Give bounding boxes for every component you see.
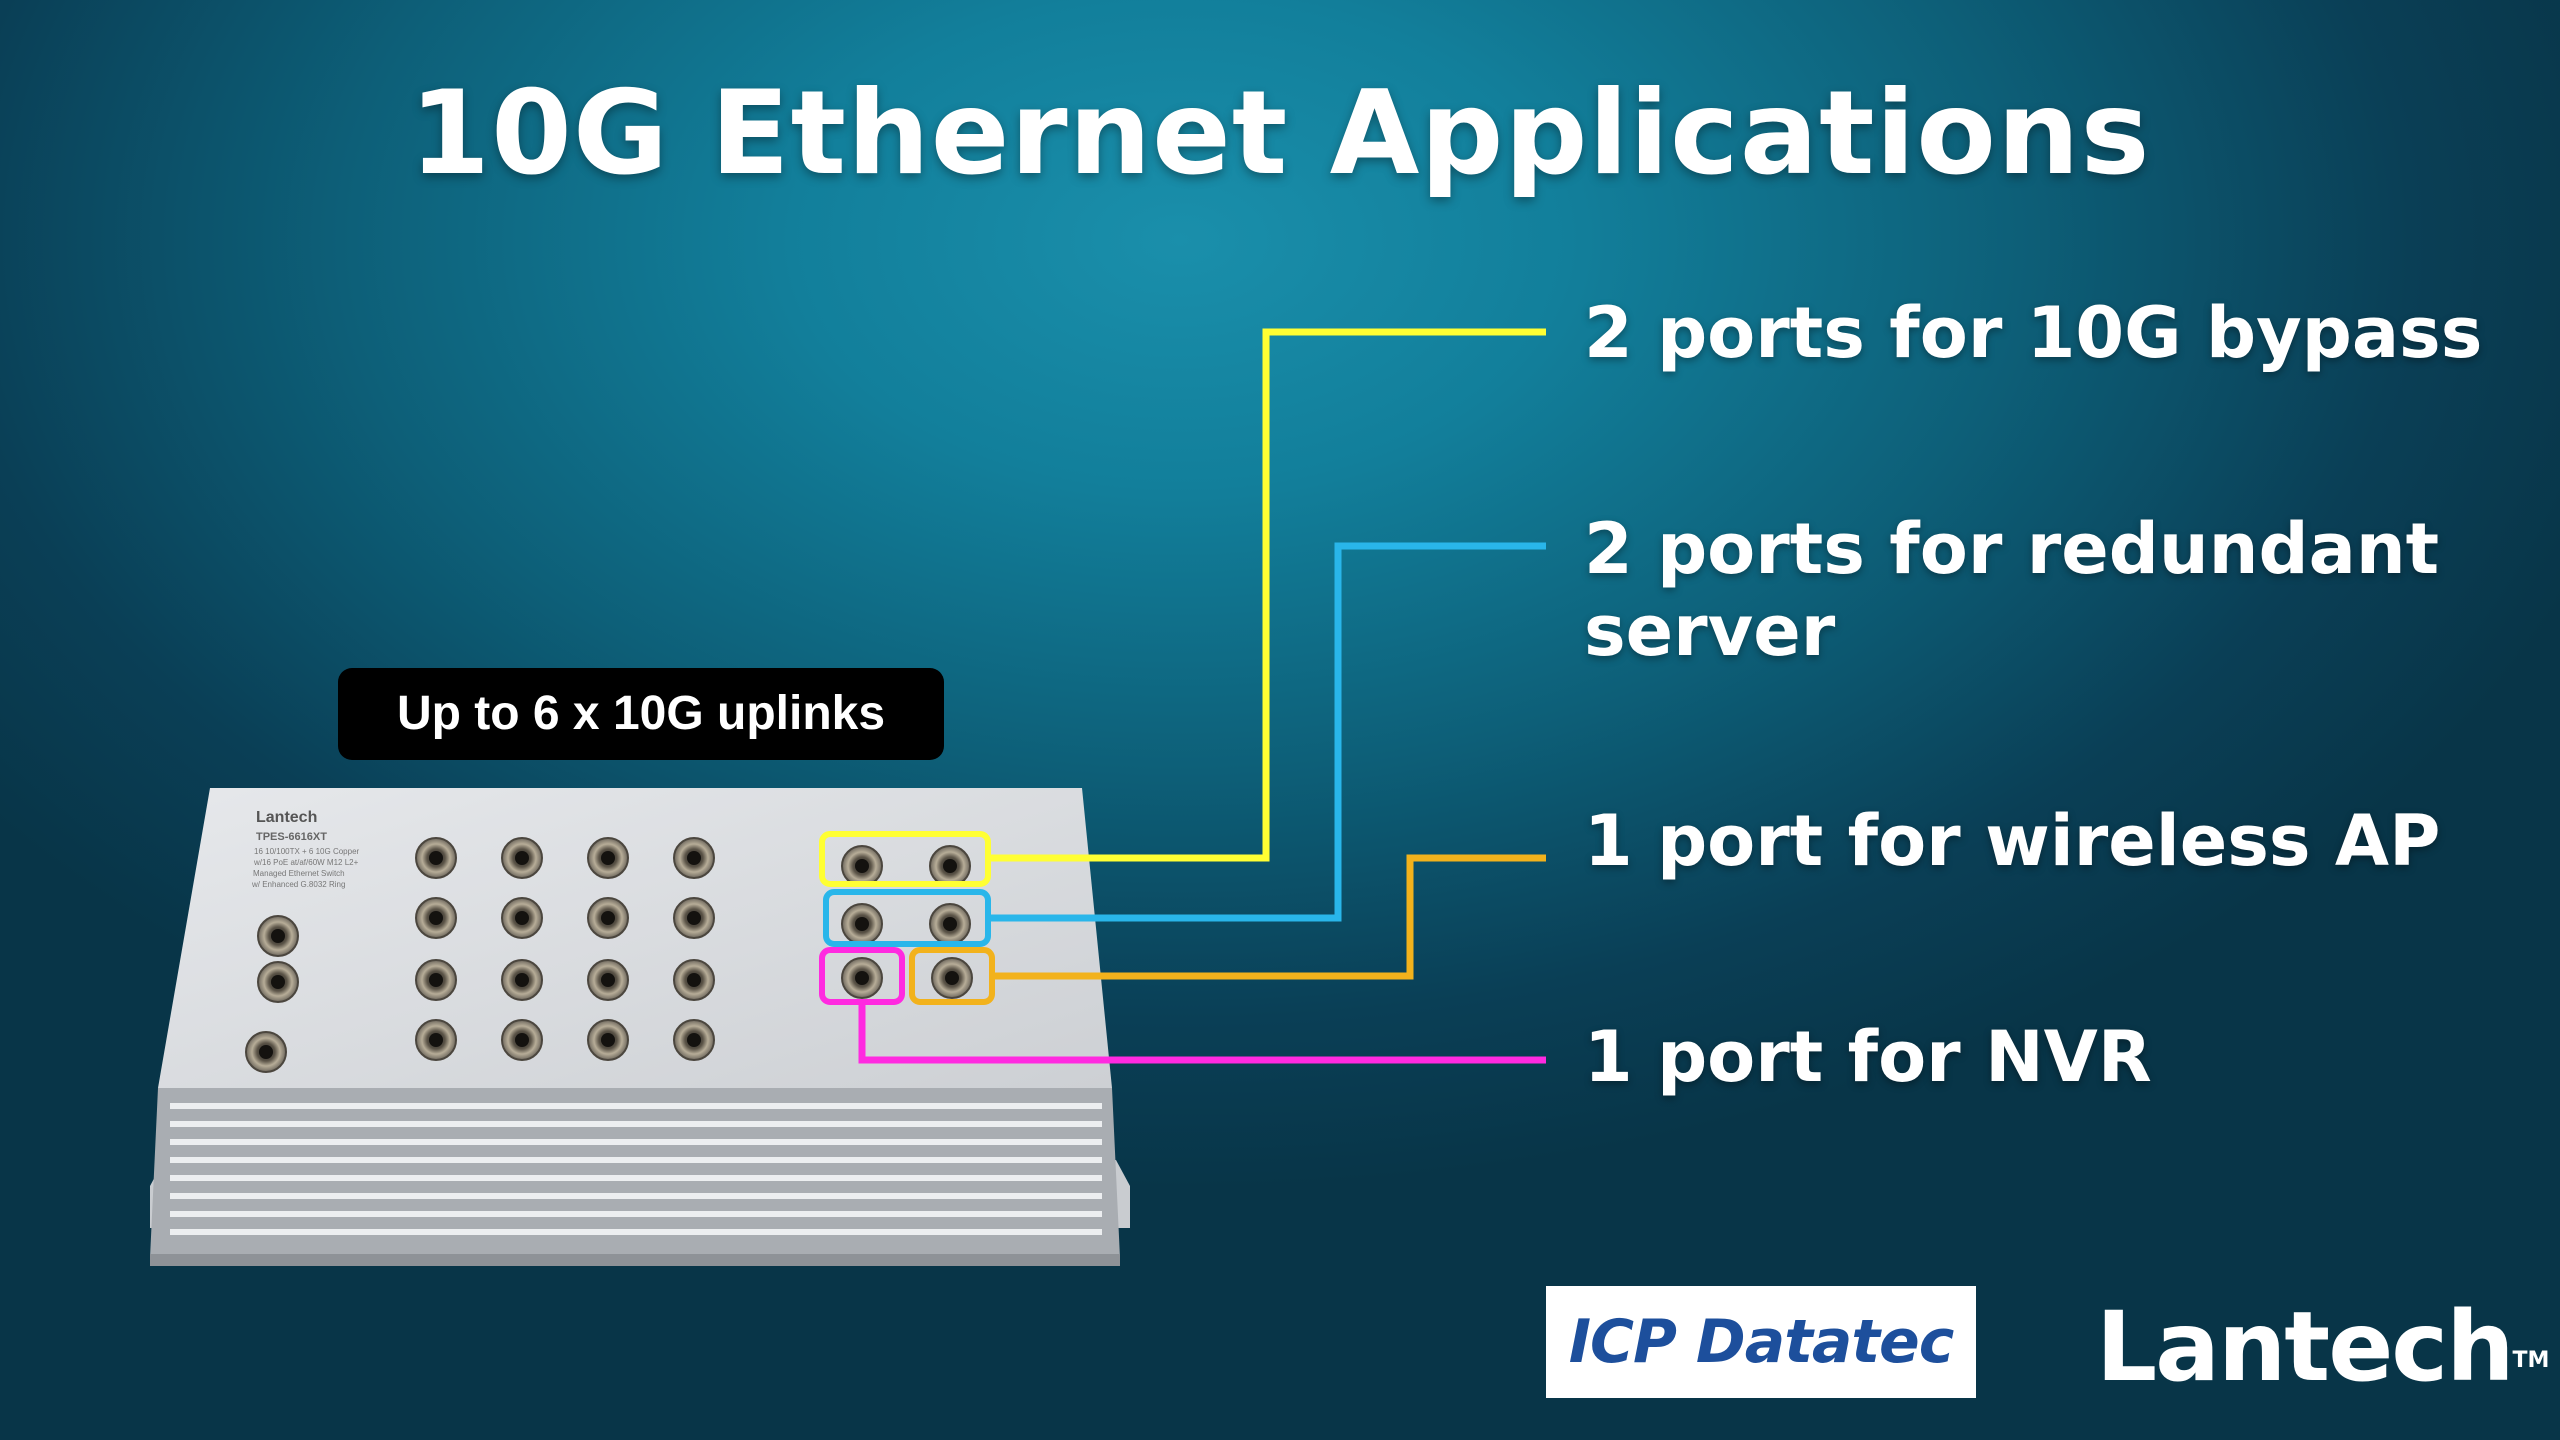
highlight-bypass-ports [819,831,991,887]
highlight-nvr-port [819,947,905,1005]
m12-port-socket [687,1033,701,1047]
device-brand: Lantech [256,809,317,826]
m12-port-socket [271,929,285,943]
callout-nvr: 1 port for NVR [1584,1016,2152,1098]
callout-10g-bypass: 2 ports for 10G bypass [1584,292,2483,374]
wire-wireless-ap [994,854,1546,980]
m12-port-socket [855,917,869,931]
m12-port-socket [945,971,959,985]
icp-datatec-logo: ICP Datatec [1546,1286,1976,1398]
lantech-logo-text: Lantech [2096,1291,2515,1403]
m12-port-socket [687,851,701,865]
highlight-redundant-ports [823,889,991,947]
callout-redundant-server-line1: 2 ports for redundant [1584,508,2440,590]
callout-wireless-ap: 1 port for wireless AP [1584,800,2441,882]
highlight-wireless-port [909,947,995,1005]
m12-port-socket [601,1033,615,1047]
m12-port-socket [515,851,529,865]
device-model: TPES-6616XT [256,831,327,843]
m12-port-socket [271,975,285,989]
m12-port-socket [429,911,443,925]
m12-port-socket [259,1045,273,1059]
m12-port-socket [429,1033,443,1047]
device-desc-2: w/16 PoE at/af/60W M12 L2+ [253,858,359,867]
device-desc-4: w/ Enhanced G.8032 Ring [251,880,345,889]
m12-port-socket [601,973,615,987]
device-desc-1: 16 10/100TX + 6 10G Copper [254,847,360,856]
wire-redundant-server [990,542,1546,922]
ethernet-switch-image: Lantech TPES-6616XT 16 10/100TX + 6 10G … [150,788,1130,1266]
slide-title: 10G Ethernet Applications [409,66,2151,201]
callout-redundant-server: 2 ports for redundant server [1584,508,2439,672]
m12-port-socket [429,973,443,987]
m12-port-socket [855,971,869,985]
m12-port-socket [601,911,615,925]
m12-port-socket [943,859,957,873]
m12-port-socket [687,911,701,925]
m12-port-socket [515,911,529,925]
lantech-logo: LantechTM [2096,1292,2549,1402]
wire-10g-bypass [990,328,1546,862]
callout-redundant-server-line2: server [1584,590,1836,672]
m12-port-socket [515,973,529,987]
m12-port-socket [943,917,957,931]
trademark-mark: TM [2512,1348,2550,1373]
wire-nvr [858,1004,1546,1064]
m12-port-socket [429,851,443,865]
device-desc-3: Managed Ethernet Switch [253,869,345,878]
uplink-badge: Up to 6 x 10G uplinks [338,668,944,760]
m12-port-socket [687,973,701,987]
m12-port-socket [601,851,615,865]
m12-port-socket [515,1033,529,1047]
m12-port-socket [855,859,869,873]
